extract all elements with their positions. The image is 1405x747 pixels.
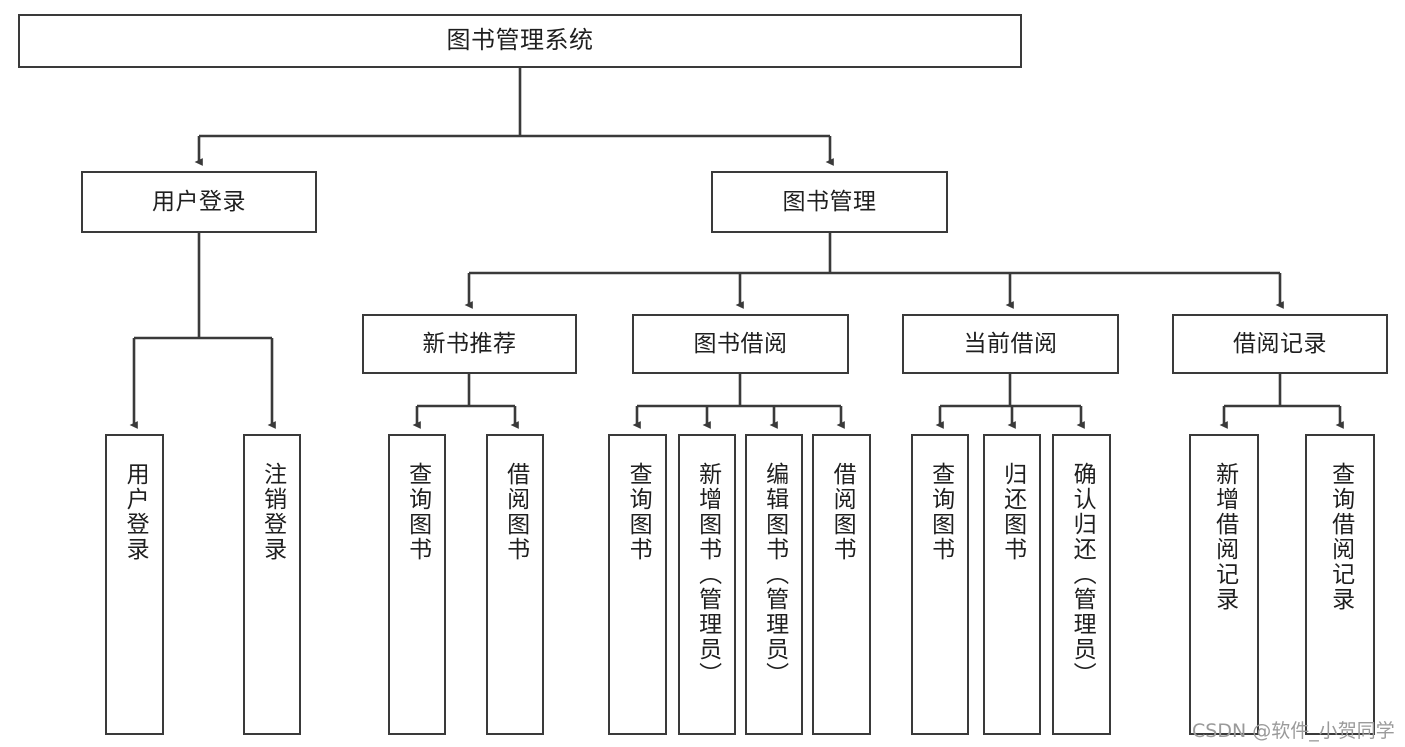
node-leaf-return-book[interactable]: 归还图书 (983, 434, 1041, 735)
node-label: 用户登录 (122, 462, 149, 562)
node-leaf-add-book-admin[interactable]: 新增图书（管理员） (678, 434, 736, 735)
node-leaf-query-book-current[interactable]: 查询图书 (911, 434, 969, 735)
node-label: 新增图书（管理员） (694, 462, 721, 687)
node-leaf-logout[interactable]: 注销登录 (243, 434, 301, 735)
node-user-login[interactable]: 用户登录 (81, 171, 317, 233)
node-label: 图书管理系统 (446, 26, 594, 55)
node-label: 查询借阅记录 (1327, 462, 1354, 612)
node-leaf-user-login[interactable]: 用户登录 (105, 434, 164, 735)
node-book-management[interactable]: 图书管理 (711, 171, 948, 233)
node-leaf-query-book-borrow[interactable]: 查询图书 (608, 434, 667, 735)
node-root-system[interactable]: 图书管理系统 (18, 14, 1022, 68)
node-label: 图书管理 (782, 188, 877, 215)
node-label: 查询图书 (625, 462, 652, 562)
node-label: 查询图书 (404, 462, 431, 562)
node-label: 新增借阅记录 (1211, 462, 1238, 612)
node-label: 用户登录 (152, 188, 246, 215)
node-label: 借阅图书 (829, 462, 856, 562)
csdn-watermark: CSDN @软件_小贺同学 (1192, 720, 1395, 742)
node-label: 确认归还（管理员） (1069, 462, 1096, 687)
node-label: 当前借阅 (963, 330, 1058, 357)
node-leaf-borrow-book[interactable]: 借阅图书 (812, 434, 871, 735)
node-label: 图书借阅 (693, 330, 788, 357)
node-leaf-query-book-rec[interactable]: 查询图书 (388, 434, 446, 735)
node-new-book-recommend[interactable]: 新书推荐 (362, 314, 577, 374)
node-leaf-edit-book-admin[interactable]: 编辑图书（管理员） (745, 434, 803, 735)
node-leaf-query-borrow-record[interactable]: 查询借阅记录 (1305, 434, 1375, 735)
node-borrow-record[interactable]: 借阅记录 (1172, 314, 1388, 374)
node-label: 新书推荐 (422, 330, 517, 357)
node-current-borrow[interactable]: 当前借阅 (902, 314, 1119, 374)
node-label: 查询图书 (927, 462, 954, 562)
node-label: 借阅图书 (502, 462, 529, 562)
node-label: 注销登录 (259, 462, 286, 562)
node-label: 编辑图书（管理员） (761, 462, 788, 687)
node-leaf-borrow-book-rec[interactable]: 借阅图书 (486, 434, 544, 735)
node-label: 归还图书 (999, 462, 1026, 562)
node-label: 借阅记录 (1233, 330, 1327, 357)
node-book-borrow[interactable]: 图书借阅 (632, 314, 849, 374)
node-leaf-confirm-return-admin[interactable]: 确认归还（管理员） (1052, 434, 1111, 735)
node-leaf-add-borrow-record[interactable]: 新增借阅记录 (1189, 434, 1259, 735)
